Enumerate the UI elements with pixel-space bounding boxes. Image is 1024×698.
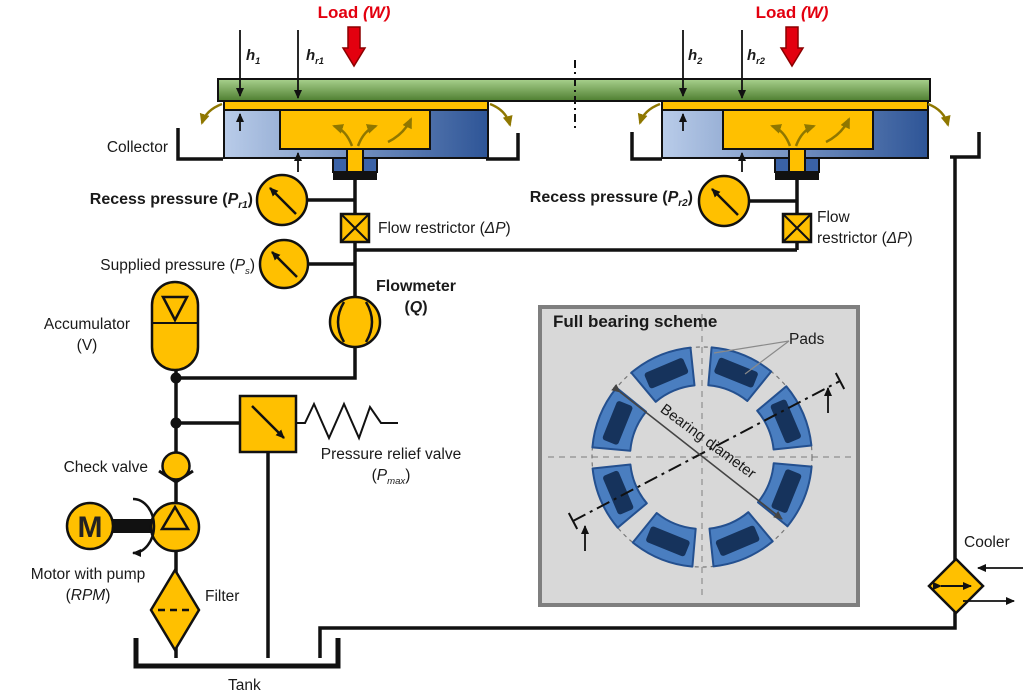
motor-circle xyxy=(65,501,115,551)
pad-base-2 xyxy=(775,171,819,180)
pads-leader-lines xyxy=(713,340,790,375)
check-valve-label: Check valve xyxy=(63,459,148,476)
oil-flow-arrows xyxy=(199,102,951,147)
pressure-relief-valve-symbol xyxy=(238,394,398,454)
oil-film-1 xyxy=(223,100,489,111)
pressure-relief-valve-label: Pressure relief valve(Pmax) xyxy=(320,446,462,488)
recess-pressure-1-label: Recess pressure (Pr1) xyxy=(89,191,253,212)
load-arrow-right xyxy=(779,26,805,68)
flow-restrictor-1-label: Flow restrictor (ΔP) xyxy=(378,220,511,237)
accumulator-label: Accumulator(V) xyxy=(43,316,131,354)
collector-label: Collector xyxy=(106,139,168,156)
bearing-pad-section-1 xyxy=(223,100,489,180)
inset-pad-recess xyxy=(644,358,689,389)
pad-recess-1 xyxy=(279,109,431,150)
motor-letter: M xyxy=(78,511,103,544)
spring xyxy=(296,401,398,441)
filter-label: Filter xyxy=(205,588,240,605)
gap-measurement-arrows xyxy=(236,30,746,172)
hr2-label: hr2 xyxy=(747,47,765,66)
rotation-arrow xyxy=(132,497,156,557)
hr1-label: hr1 xyxy=(306,47,324,66)
junction-dots xyxy=(170,372,182,429)
oil-film-2 xyxy=(661,100,929,111)
filter-symbol xyxy=(149,567,201,653)
load-label-right: Load (W) xyxy=(755,3,829,22)
flow-restrictor-2-symbol xyxy=(781,212,813,244)
inset-pad-recess xyxy=(714,357,758,388)
check-valve-symbol xyxy=(158,451,194,484)
tank-label: Tank xyxy=(228,677,261,694)
cooler-symbol xyxy=(927,557,1023,615)
inset-title: Full bearing scheme xyxy=(553,312,718,331)
pitch-circle xyxy=(591,346,813,568)
motor-with-pump-label: Motor with pump(RPM) xyxy=(30,566,146,604)
h2-label: h2 xyxy=(688,47,703,66)
accumulator-symbol xyxy=(150,280,200,372)
tank-symbol xyxy=(133,638,341,669)
cooler-label: Cooler xyxy=(964,534,1010,551)
inset-pad-recess xyxy=(715,525,760,556)
load-arrow-left xyxy=(341,26,367,68)
collector-walls xyxy=(176,128,981,161)
supplied-pressure-gauge xyxy=(258,238,310,290)
section-cut-line xyxy=(572,380,841,522)
full-bearing-scheme-inset xyxy=(538,305,860,607)
h1-label: h1 xyxy=(246,47,261,66)
load-label-left: Load (W) xyxy=(317,3,391,22)
recess-pressure-gauge-1 xyxy=(255,173,309,227)
bearing-pad-section-2 xyxy=(661,100,929,180)
section-end-ticks xyxy=(567,372,846,530)
pads-label: Pads xyxy=(789,331,825,348)
pump-circle xyxy=(149,501,201,553)
motor-pump-symbol: M xyxy=(65,497,201,557)
recess-pressure-2-label: Recess pressure (Pr2) xyxy=(529,189,693,210)
bearing-diameter-arrow xyxy=(611,383,783,520)
pad-base-1 xyxy=(333,171,377,180)
drive-shaft xyxy=(111,519,153,533)
flowmeter-label: Flowmeter(Q) xyxy=(375,278,456,316)
flow-restrictor-1-symbol xyxy=(339,212,371,244)
supply-port-1 xyxy=(346,148,364,173)
inset-pad-recess xyxy=(646,526,690,557)
flowmeter-symbol xyxy=(328,295,382,349)
supplied-pressure-label: Supplied pressure (Ps) xyxy=(100,257,255,278)
recess-pressure-gauge-2 xyxy=(697,174,751,228)
supply-port-2 xyxy=(788,148,806,173)
